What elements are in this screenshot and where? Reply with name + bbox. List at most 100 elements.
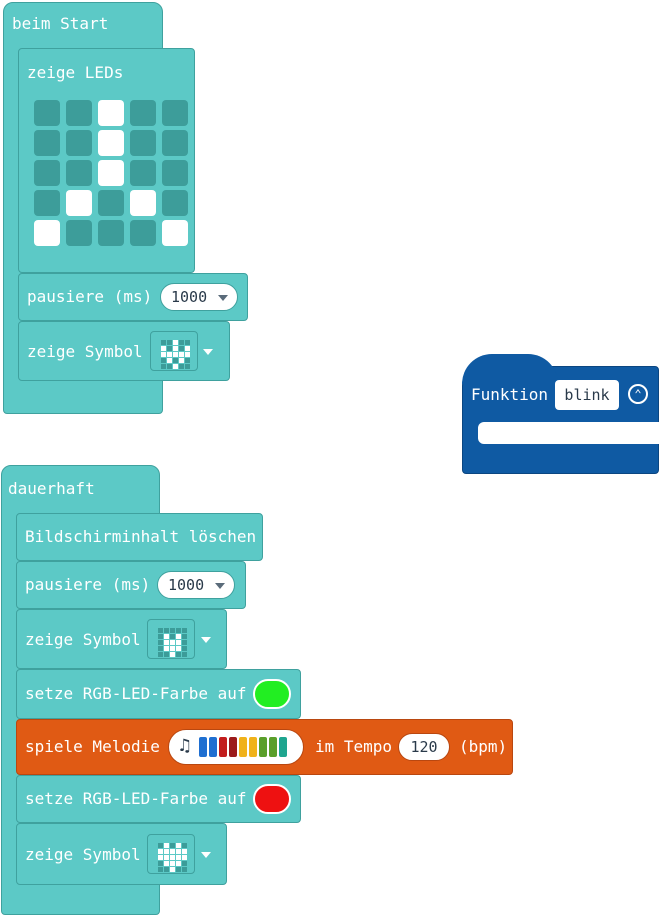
- symbol-pixel: [158, 867, 163, 872]
- function-hat-cap: [462, 354, 558, 384]
- symbol-pixel: [158, 849, 163, 854]
- tempo-unit: (bpm): [459, 737, 508, 756]
- show-symbol-label-start: zeige Symbol: [27, 342, 143, 361]
- symbol-pixel: [158, 855, 163, 860]
- led-grid[interactable]: [34, 100, 194, 250]
- symbol-pixel: [173, 352, 178, 357]
- forever-label: dauerhaft: [8, 479, 95, 498]
- show-symbol-label-1: zeige Symbol: [25, 630, 141, 649]
- led-cell[interactable]: [34, 190, 60, 216]
- led-cell[interactable]: [162, 220, 188, 246]
- led-cell[interactable]: [130, 220, 156, 246]
- led-cell[interactable]: [98, 160, 124, 186]
- dropdown-arrow-icon: [218, 295, 228, 301]
- symbol-pixel: [164, 628, 169, 633]
- melody-field[interactable]: ♫: [168, 729, 304, 765]
- led-cell[interactable]: [162, 100, 188, 126]
- symbol-picker-2[interactable]: [147, 834, 195, 874]
- led-cell[interactable]: [98, 220, 124, 246]
- symbol-pixel: [167, 340, 172, 345]
- led-cell[interactable]: [66, 220, 92, 246]
- clear-screen-label: Bildschirminhalt löschen: [25, 527, 257, 546]
- led-cell[interactable]: [130, 100, 156, 126]
- symbol-pixel: [176, 849, 181, 854]
- symbol-pixel: [164, 849, 169, 854]
- symbol-pixel: [170, 855, 175, 860]
- collapse-chevron-icon[interactable]: ⌃: [628, 384, 648, 404]
- led-cell[interactable]: [34, 130, 60, 156]
- led-cell[interactable]: [98, 190, 124, 216]
- play-melody-label: spiele Melodie: [25, 737, 160, 756]
- led-cell[interactable]: [98, 100, 124, 126]
- led-cell[interactable]: [34, 220, 60, 246]
- set-rgb-block-1[interactable]: [16, 669, 301, 719]
- symbol-pixel: [158, 652, 163, 657]
- symbol-pixel: [179, 358, 184, 363]
- show-symbol-label-2: zeige Symbol: [25, 845, 141, 864]
- led-cell[interactable]: [66, 100, 92, 126]
- led-cell[interactable]: [66, 190, 92, 216]
- melody-note-bar: [239, 737, 247, 757]
- symbol-pixel: [182, 855, 187, 860]
- dropdown-arrow-icon: [203, 349, 213, 355]
- led-cell[interactable]: [66, 160, 92, 186]
- led-cell[interactable]: [34, 100, 60, 126]
- symbol-pixel: [182, 646, 187, 651]
- symbol-pixel: [170, 861, 175, 866]
- led-cell[interactable]: [162, 130, 188, 156]
- symbol-pixel: [179, 352, 184, 357]
- melody-note-bar: [249, 737, 257, 757]
- function-body-slot: [478, 422, 659, 444]
- symbol-picker-1[interactable]: [147, 619, 195, 659]
- symbol-pixel: [167, 346, 172, 351]
- tempo-label: im Tempo: [315, 737, 393, 756]
- color-picker-2[interactable]: [253, 784, 291, 814]
- led-cell[interactable]: [66, 130, 92, 156]
- music-note-icon: ♫: [177, 736, 193, 756]
- led-cell[interactable]: [130, 190, 156, 216]
- symbol-pixel: [164, 652, 169, 657]
- symbol-picker-start[interactable]: [150, 331, 198, 371]
- led-cell[interactable]: [130, 130, 156, 156]
- led-cell[interactable]: [34, 160, 60, 186]
- symbol-pixel: [158, 640, 163, 645]
- symbol-pixel: [164, 843, 169, 848]
- show-leds-label: zeige LEDs: [27, 63, 124, 82]
- melody-note-bar: [269, 737, 277, 757]
- symbol-pixel: [170, 628, 175, 633]
- led-cell[interactable]: [162, 190, 188, 216]
- symbol-pixel: [176, 867, 181, 872]
- function-name-text: blink: [564, 386, 610, 404]
- symbol-pixel: [167, 352, 172, 357]
- symbol-pixel: [158, 843, 163, 848]
- symbol-pixel: [158, 861, 163, 866]
- melody-note-bar: [219, 737, 227, 757]
- led-cell[interactable]: [98, 130, 124, 156]
- symbol-pixel: [158, 634, 163, 639]
- pause-value-start[interactable]: 1000: [160, 283, 238, 311]
- symbol-pixel: [185, 346, 190, 351]
- tempo-field[interactable]: 120: [398, 733, 450, 761]
- symbol-pixel: [176, 640, 181, 645]
- symbol-pixel: [176, 861, 181, 866]
- pause-value-forever[interactable]: 1000: [157, 571, 235, 599]
- clear-screen-block[interactable]: [16, 513, 263, 561]
- function-label: Funktion: [471, 385, 549, 404]
- symbol-pixel: [170, 867, 175, 872]
- pause-value-text: 1000: [171, 288, 208, 306]
- symbol-pixel: [170, 849, 175, 854]
- symbol-pixel: [182, 849, 187, 854]
- set-rgb-label-2: setze RGB-LED-Farbe auf: [25, 789, 247, 808]
- color-picker-1[interactable]: [253, 679, 291, 709]
- led-cell[interactable]: [130, 160, 156, 186]
- symbol-pixel: [179, 364, 184, 369]
- symbol-pixel: [161, 358, 166, 363]
- symbol-pixel: [179, 340, 184, 345]
- led-cell[interactable]: [162, 160, 188, 186]
- symbol-pixel: [164, 867, 169, 872]
- function-name-field[interactable]: blink: [555, 380, 619, 410]
- symbol-pixel: [182, 867, 187, 872]
- symbol-pixel: [158, 646, 163, 651]
- symbol-pixel: [176, 652, 181, 657]
- symbol-pixel: [182, 628, 187, 633]
